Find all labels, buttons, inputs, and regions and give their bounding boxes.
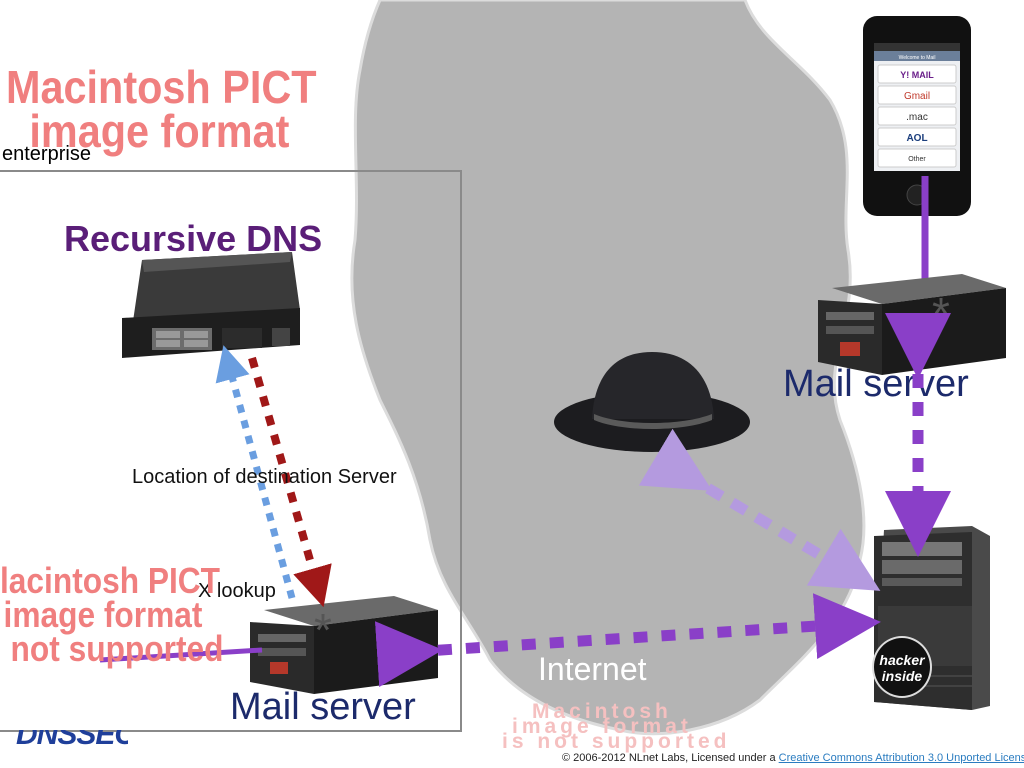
pict-placeholder-title: Macintosh PICT image format bbox=[6, 61, 351, 157]
dnssec-logo-text: DNSSEC bbox=[16, 730, 128, 751]
phone-header: Welcome to Mail bbox=[899, 55, 936, 61]
phone-option-aol: AOL bbox=[906, 133, 927, 144]
pict-left-line2: image format bbox=[3, 594, 203, 636]
enterprise-region bbox=[0, 170, 462, 732]
mail-server-bottom-label: Mail server bbox=[230, 686, 416, 728]
svg-text:*: * bbox=[314, 604, 332, 656]
pict-left-line1: lacintosh PICT bbox=[0, 560, 221, 601]
phone-option-yahoo: Y! MAIL bbox=[900, 70, 934, 80]
internet-link-arrow bbox=[374, 593, 881, 688]
phone-option-mac: .mac bbox=[906, 112, 928, 123]
pict-title-line1: Macintosh PICT bbox=[6, 61, 317, 113]
mx-lookup-label: X lookup bbox=[198, 580, 276, 602]
footer-license: © 2006-2012 NLnet Labs, Licensed under a… bbox=[562, 752, 1024, 764]
location-label: Location of destination Server bbox=[132, 466, 397, 488]
dnssec-logo: DNSSEC bbox=[16, 730, 128, 756]
pict-bottom-line2: image format bbox=[512, 715, 692, 738]
hacker-badge-line2: inside bbox=[881, 668, 923, 684]
enterprise-label: enterprise bbox=[2, 143, 91, 165]
pict-bottom-line1: Macintosh bbox=[532, 700, 672, 723]
mobile-phone-icon: Welcome to Mail Y! MAIL Gmail .mac AOL O… bbox=[863, 16, 971, 216]
hacker-badge-line1: hacker bbox=[879, 652, 925, 668]
pict-bottom-line3: is not supported bbox=[502, 730, 731, 753]
pict-title-line2: image format bbox=[29, 104, 290, 157]
phone-option-gmail: Gmail bbox=[904, 91, 930, 102]
hat-to-pc-arrow bbox=[638, 428, 881, 591]
recursive-dns-label: Recursive DNS bbox=[64, 218, 323, 259]
pict-placeholder-left: lacintosh PICT image format not supporte… bbox=[0, 560, 254, 670]
footer-license-link[interactable]: Creative Commons Attribution 3.0 Unporte… bbox=[778, 752, 1024, 764]
footer-text: © 2006-2012 NLnet Labs, Licensed under a bbox=[562, 752, 779, 764]
recursive-dns-server-icon bbox=[122, 252, 300, 358]
internet-label: Internet bbox=[538, 651, 647, 687]
pict-left-line3: not supported bbox=[10, 628, 224, 670]
phone-option-other: Other bbox=[908, 156, 926, 163]
pict-placeholder-bottom: Macintosh image format is not supported bbox=[502, 700, 731, 753]
left-client-line bbox=[99, 647, 263, 663]
